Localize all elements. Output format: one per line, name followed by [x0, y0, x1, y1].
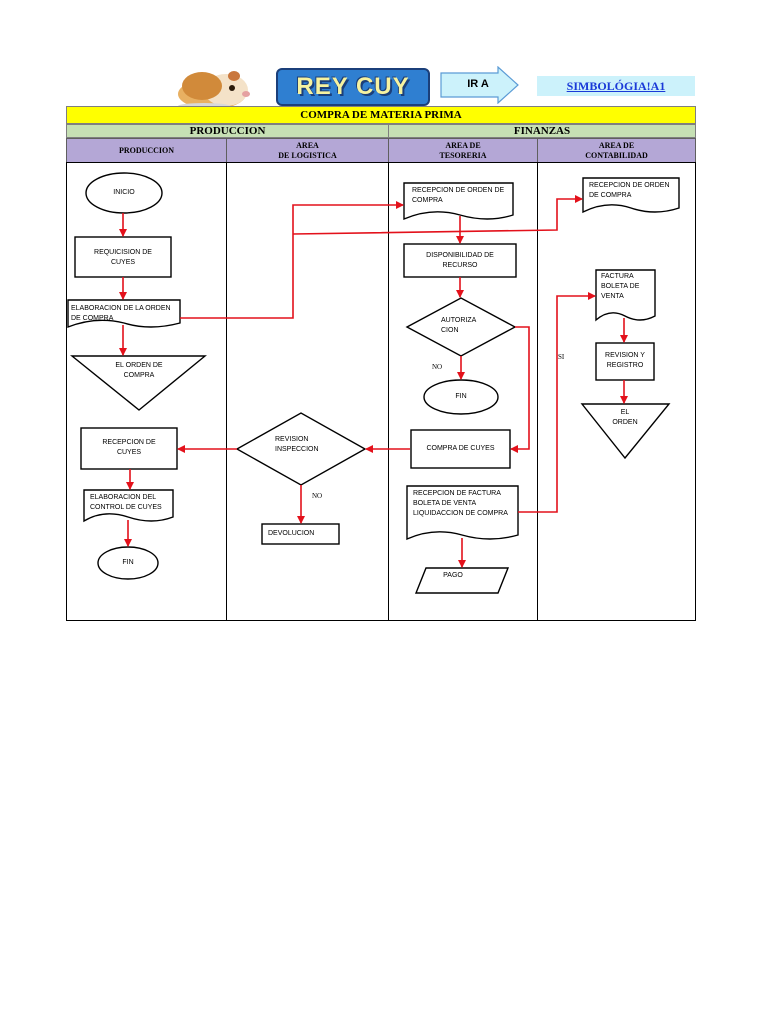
fin-tesoreria-terminator: [423, 379, 499, 415]
si-label: SI: [558, 353, 565, 361]
factura-boleta-label: FACTURA BOLETA DE VENTA: [601, 273, 640, 300]
recepcion-orden-tes-document: [403, 182, 514, 221]
el-orden-merge: [580, 403, 671, 460]
elaboracion-control-document: [83, 489, 174, 523]
fin-produccion-label: FIN: [122, 559, 134, 566]
no-logistica-label: NO: [312, 492, 323, 500]
revision-registro-process: [595, 342, 655, 381]
revision-inspeccion-label: REVISION INSPECCION: [275, 436, 319, 453]
simbologia-link[interactable]: SIMBOLÓGIA!A1: [537, 76, 695, 96]
requisicion-process: [74, 236, 172, 278]
devolucion-label: DEVOLUCION: [268, 530, 315, 537]
requisicion-label: REQUICISION DE CUYES: [94, 249, 152, 266]
column-tesoreria: AREA DE TESORERIA: [388, 138, 538, 163]
column-contabilidad: AREA DE CONTABILIDAD: [537, 138, 696, 163]
section-produccion: PRODUCCION: [66, 124, 389, 138]
factura-boleta-document: [595, 269, 656, 322]
recepcion-orden-tes-label: RECEPCION DE ORDEN DE COMPRA: [412, 187, 505, 204]
section-finanzas: FINANZAS: [388, 124, 696, 138]
el-orden-label: EL ORDEN: [612, 409, 638, 426]
autorizacion-label: AUTORIZA CION: [441, 317, 477, 334]
orden-compra-merge: [70, 355, 207, 411]
recepcion-factura-label: RECEPCION DE FACTURA BOLETA DE VENTA LIQ…: [413, 490, 508, 517]
disponibilidad-label: DISPONIBILIDAD DE RECURSO: [426, 252, 494, 269]
devolucion-process: [261, 523, 340, 545]
compra-cuyes-label: COMPRA DE CUYES: [426, 445, 495, 452]
elaboracion-control-label: ELABORACION DEL CONTROL DE CUYES: [90, 494, 162, 511]
recepcion-factura-document: [406, 485, 519, 541]
revision-registro-label: REVISION Y REGISTRO: [605, 352, 645, 369]
recepcion-cuyes-label: RECEPCION DE CUYES: [102, 439, 156, 456]
elaboracion-orden-document: [67, 299, 181, 329]
no-tesoreria-label: NO: [432, 363, 443, 371]
ir-a-label: IR A: [467, 78, 489, 90]
recepcion-orden-cont-document: [582, 177, 680, 214]
fin-tesoreria-label: FIN: [455, 393, 467, 400]
diagram-title: COMPRA DE MATERIA PRIMA: [66, 106, 696, 124]
compra-cuyes-process: [410, 429, 511, 469]
pago-data: [414, 567, 510, 594]
elaboracion-orden-label: ELABORACION DE LA ORDEN DE COMPRA: [71, 305, 171, 322]
inicio-label: INICIO: [113, 189, 135, 196]
swimlane-borders: [66, 162, 696, 621]
recepcion-orden-cont-label: RECEPCION DE ORDEN DE COMPRA: [589, 182, 670, 199]
pago-label: PAGO: [443, 572, 463, 579]
inicio-terminator: [85, 172, 163, 214]
fin-produccion-terminator: [97, 546, 159, 580]
right-arrow-icon[interactable]: [440, 66, 520, 104]
orden-compra-label: EL ORDEN DE COMPRA: [115, 362, 163, 379]
